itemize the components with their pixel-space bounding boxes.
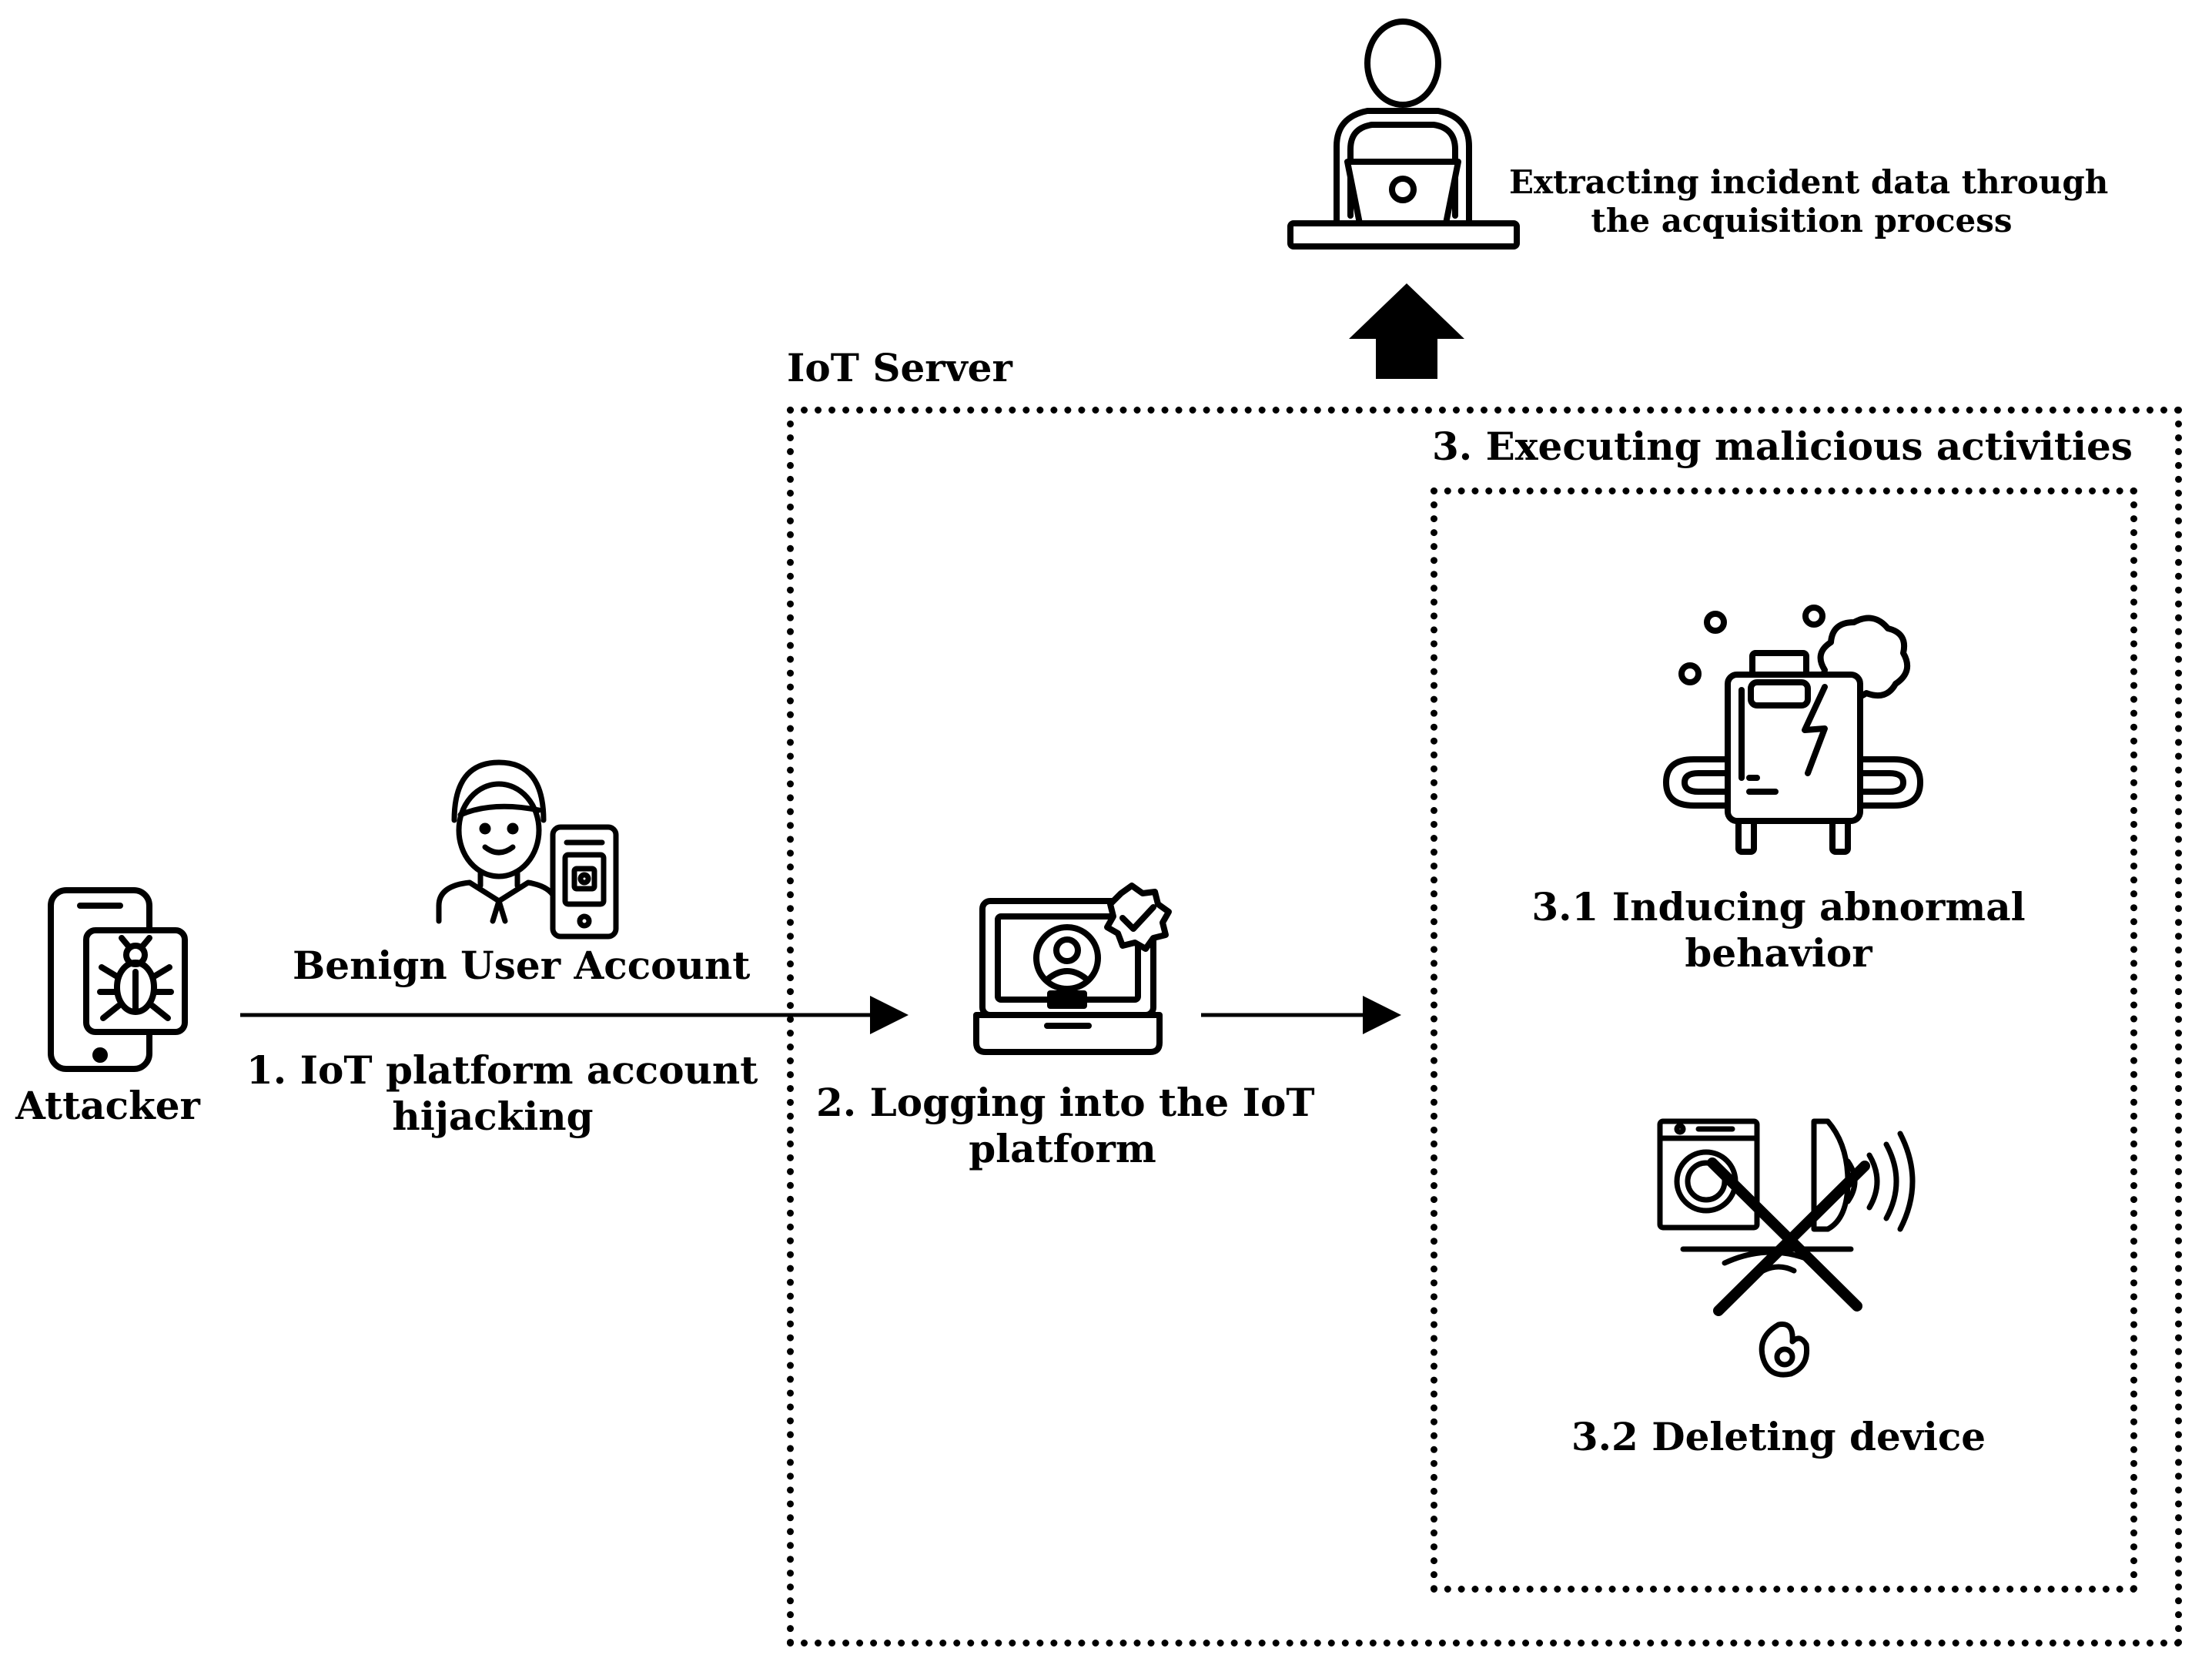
user-with-phone-icon [436,759,619,940]
laptop-user-verified-icon [973,883,1172,1055]
step1-line1: 1. IoT platform account [246,1047,758,1093]
mobile-bug-icon [48,887,188,1072]
iot-server-box [787,407,2182,1647]
malicious-activities-box [1431,487,2137,1593]
thick-up-arrow-icon [1349,283,1464,379]
benign-user-label: Benign User Account [293,943,751,988]
step3-1-line2: behavior [1685,930,1872,976]
step3-1-line1: 3.1 Inducing abnormal [1531,884,2026,930]
iot-server-title: IoT Server [787,345,1012,390]
attacker-label: Attacker [15,1083,200,1128]
extract-label: Extracting incident data through the acq… [1509,163,2109,241]
crossed-out-devices-icon [1657,1118,1916,1378]
step1-line2: hijacking [392,1094,594,1139]
step3-2-label: 3.2 Deleting device [1571,1414,1986,1459]
step3-title: 3. Executing malicious activities [1432,424,2133,469]
extract-line2: the acquisition process [1591,202,2013,240]
step2-label: 2. Logging into the IoT platform [816,1080,1315,1172]
extract-line1: Extracting incident data through [1509,163,2109,201]
step1-label: 1. IoT platform account hijacking [246,1047,758,1140]
step3-1-label: 3.1 Inducing abnormal behavior [1509,884,2048,977]
person-at-laptop-icon [1287,18,1520,250]
step2-line2: platform [969,1126,1156,1171]
step2-line1: 2. Logging into the IoT [816,1080,1315,1125]
broken-appliance-smoke-icon [1663,605,1923,855]
